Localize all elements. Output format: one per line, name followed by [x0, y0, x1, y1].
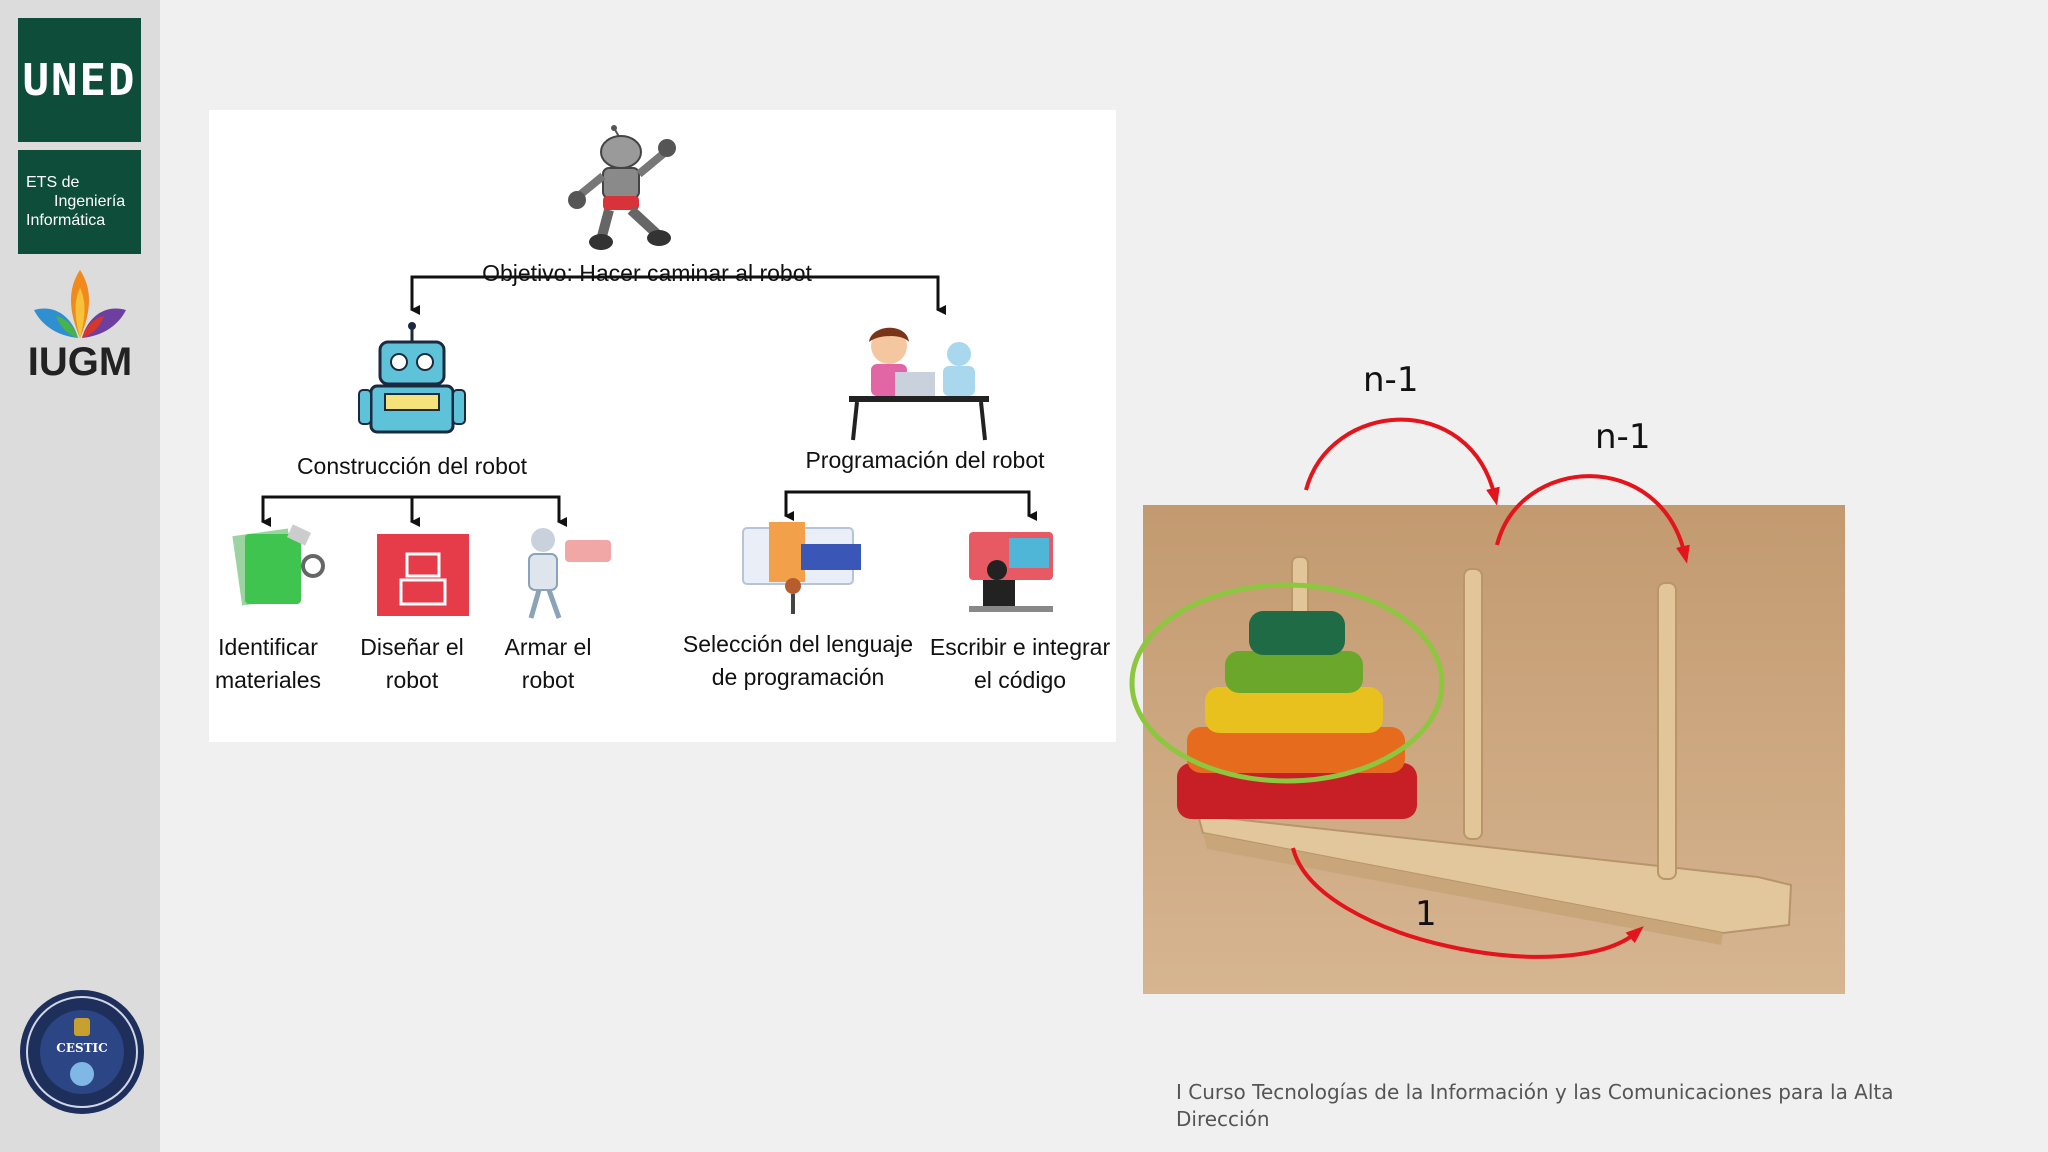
- step-identify-materials: Identificar materiales: [214, 634, 322, 693]
- step-write-code: Escribir e integrar el código: [929, 634, 1111, 693]
- iugm-logo-text: IUGM: [27, 340, 133, 384]
- robot-design-icon: [377, 534, 469, 616]
- goal-label: Objetivo: Hacer caminar al robot: [482, 260, 812, 286]
- arrow-label-1: 1: [1415, 894, 1437, 934]
- ets-logo-line2: Ingeniería: [54, 193, 126, 210]
- programmer-at-desk-icon: [849, 327, 989, 441]
- programming-label: Programación del robot: [805, 447, 1045, 473]
- cestic-seal-text: CESTIC: [56, 1041, 107, 1055]
- diagram-graphics: [232, 125, 1053, 619]
- uned-logo-text: UNED: [22, 54, 137, 106]
- ets-logo-line1: ETS de: [26, 174, 80, 191]
- hanoi-photo: [1143, 505, 1845, 994]
- coding-workstation-icon: [969, 532, 1053, 612]
- step-design-robot: Diseñar el robot: [360, 634, 464, 693]
- ets-logo: ETS de Ingeniería Informática: [18, 150, 141, 254]
- uned-logo: UNED: [18, 18, 141, 142]
- materials-icon: [232, 524, 325, 606]
- iugm-flame-icon: [34, 270, 126, 338]
- arrow-label-n-1-second: n-1: [1595, 417, 1651, 457]
- diagram-panel: Objetivo: Hacer caminar al robot Constru…: [209, 110, 1116, 742]
- robot-assembly-icon: [528, 528, 611, 619]
- iugm-logo: IUGM: [20, 268, 140, 388]
- arrow-label-n-1-first: n-1: [1363, 360, 1419, 400]
- step-build-robot: Armar el robot: [504, 634, 592, 693]
- programming-language-icon: [742, 522, 861, 614]
- hanoi-photo-drawing: [1143, 505, 1845, 994]
- blue-robot-icon: [358, 322, 466, 434]
- cestic-seal: CESTIC: [18, 988, 146, 1116]
- footer-course-title: I Curso Tecnologías de la Información y …: [1176, 1080, 1894, 1131]
- diagram-connectors: [261, 275, 1037, 527]
- walking-robot-icon: [568, 125, 676, 250]
- ets-logo-line3: Informática: [26, 212, 106, 229]
- sidebar: UNED ETS de Ingeniería Informática IUGM …: [0, 0, 160, 1152]
- step-select-language: Selección del lenguaje de programación: [682, 631, 914, 690]
- construction-label: Construcción del robot: [296, 453, 528, 479]
- move-arrow-1: [1304, 417, 1500, 506]
